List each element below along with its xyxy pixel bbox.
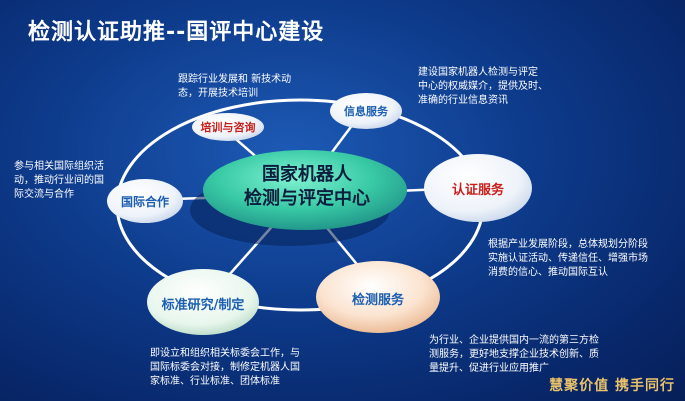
desc-international: 参与相关国际组织活 动，推动行业间的国 际交流与合作 <box>14 161 104 200</box>
node-testing-label: 检测服务 <box>351 293 404 308</box>
node-standards-label: 标准研究/制定 <box>161 298 245 313</box>
node-training-shape <box>192 113 264 141</box>
node-international-shape <box>107 179 183 223</box>
node-international-label: 国际合作 <box>120 195 169 209</box>
center-label-line1: 国家机器人 <box>262 164 352 185</box>
node-training-label: 培训与咨询 <box>200 121 256 134</box>
footer-slogan: 慧聚价值 携手同行 <box>549 378 675 394</box>
center-label: 国家机器人 检测与评定中心 <box>215 163 399 211</box>
desc-standards: 即设立和组织相关标委会工作，与 国际标委会对接，制修定机器人国 家标准、行业标准… <box>150 348 300 387</box>
desc-info: 建设国家机器人检测与评定 中心的权威媒介，提供及时、 准确的行业信息资讯 <box>418 67 548 106</box>
node-info-shape <box>330 93 402 129</box>
desc-training: 跟踪行业发展和 新技术动 态，开展技术培训 <box>178 74 292 99</box>
desc-testing: 为行业、企业提供国内一流的第三方检 测服务，更好地支撑企业技术创新、质 量提升、… <box>429 335 599 374</box>
page-title: 检测认证助推--国评中心建设 <box>28 20 325 45</box>
center-ellipse <box>203 150 407 230</box>
node-certification-shape <box>424 154 532 222</box>
node-standards-shape <box>147 269 259 335</box>
center-label-line2: 检测与评定中心 <box>244 188 370 209</box>
node-certification-label: 认证服务 <box>451 183 504 198</box>
node-testing-shape <box>316 261 440 333</box>
node-info-label: 信息服务 <box>344 105 388 118</box>
desc-certification: 根据产业发展阶段，总体规划分阶段 实施认证活动、传递信任、增强市场 消费的信心、… <box>488 239 648 278</box>
